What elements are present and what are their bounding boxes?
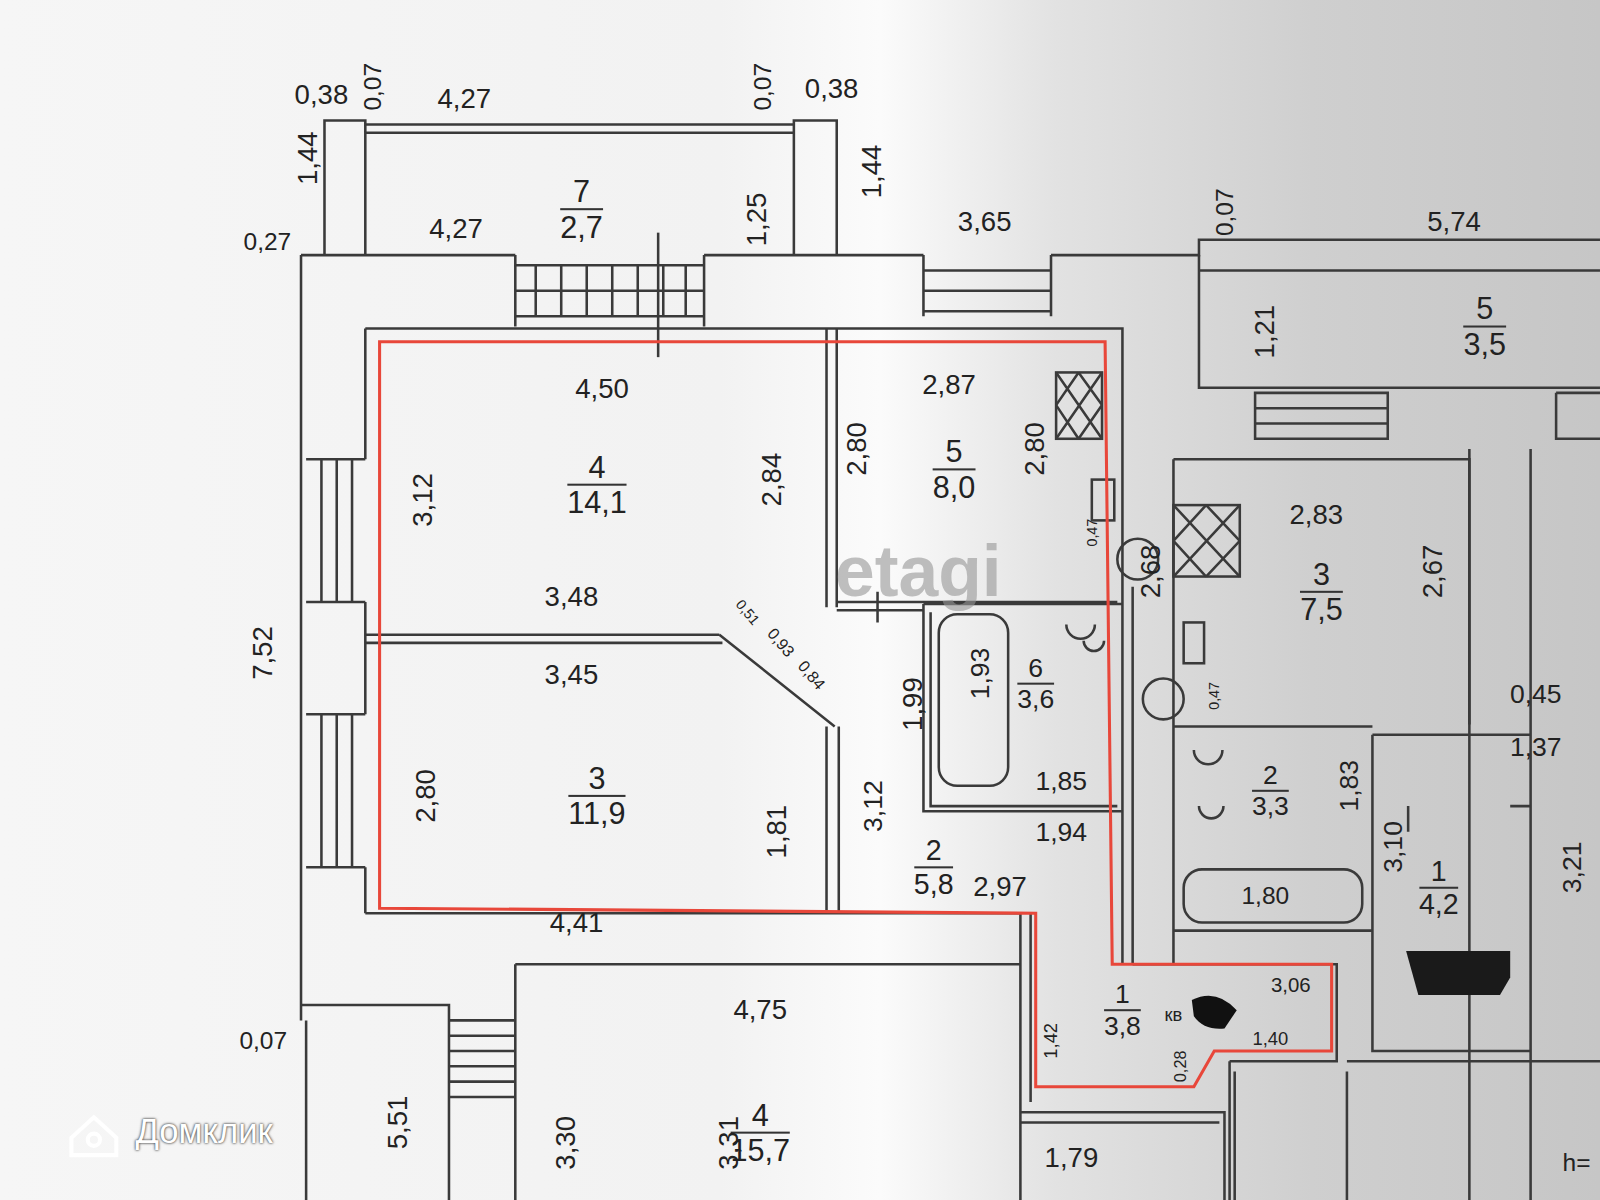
dimension-label: 2,68 — [1137, 545, 1165, 599]
dimension-label: 1,25 — [743, 193, 771, 247]
dimension-label: 0,51 — [734, 597, 763, 627]
dimension-label: 0,07 — [239, 1029, 287, 1053]
redaction-mark — [1406, 951, 1510, 995]
dimension-label: 3,48 — [545, 583, 599, 611]
dimension-label: 0,38 — [295, 81, 349, 109]
watermark: etagi — [835, 536, 1002, 607]
dimension-label: 1,85 — [1035, 767, 1087, 794]
room-area-value: 3,8 — [1104, 1011, 1141, 1040]
room-number: 1 — [1104, 981, 1141, 1011]
dimension-label: 1,40 — [1253, 1030, 1289, 1048]
dimension-label: 0,28 — [1172, 1050, 1188, 1082]
room-area: 53,5 — [1463, 293, 1506, 360]
dimension-label: 5,51 — [384, 1096, 412, 1150]
dimension-label: 0,38 — [805, 76, 859, 104]
dimension-label: 3,10 — [1380, 821, 1407, 873]
room-area: 63,6 — [1017, 654, 1054, 713]
dimension-label: 1,44 — [859, 145, 887, 199]
dimension-label: 0,93 — [764, 625, 797, 660]
watermark-logo — [71, 1117, 116, 1155]
dimension-label: 0,45 — [1510, 681, 1562, 708]
dimension-label: 1,42 — [1042, 1023, 1060, 1059]
room-area-value: 14,1 — [567, 485, 627, 518]
walls — [301, 120, 1600, 1200]
room-area-value: 3,6 — [1017, 684, 1054, 713]
dimension-label: 3,21 — [1558, 842, 1585, 894]
room-area-value: 5,8 — [914, 868, 954, 899]
room-number: 4 — [567, 451, 627, 485]
dimension-label: 0,07 — [360, 63, 384, 111]
dimension-label: 0,07 — [751, 63, 775, 111]
room-number: 5 — [933, 436, 976, 470]
room-area: 25,8 — [914, 836, 954, 899]
room-area-value: 2,7 — [560, 210, 603, 243]
dimension-label: 1,94 — [1035, 818, 1087, 845]
room-area: 13,8 — [1104, 981, 1141, 1040]
dimension-label: 1,99 — [899, 677, 927, 731]
room-number: 2 — [914, 836, 954, 868]
room-number: 3 — [1300, 558, 1343, 592]
dimension-label: 2,80 — [843, 422, 871, 476]
redaction-mark — [1192, 996, 1237, 1029]
apartment-outline — [380, 342, 1332, 1087]
room-number: 3 — [568, 762, 625, 796]
room-area-value: 8,0 — [933, 470, 976, 503]
watermark: Домклик — [135, 1113, 272, 1148]
dimension-label: 4,50 — [575, 376, 629, 404]
dimension-label: 0,07 — [1212, 188, 1236, 236]
dimension-label: 2,84 — [759, 453, 787, 507]
dimension-label: 7,52 — [249, 626, 277, 680]
dimension-label: 0,47 — [1207, 682, 1221, 710]
room-number: 7 — [560, 176, 603, 210]
dimension-label: 0,84 — [795, 658, 828, 693]
dimension-label: 1,21 — [1252, 305, 1280, 359]
dimension-label: 1,81 — [764, 805, 792, 859]
dimension-label: 4,41 — [550, 910, 604, 938]
dimension-label: 2,87 — [922, 372, 976, 400]
dimension-label: 1,83 — [1336, 760, 1363, 812]
dimension-label: 3,31 — [716, 1116, 744, 1170]
dimension-label: 1,79 — [1045, 1144, 1099, 1172]
dimension-label: 1,37 — [1510, 734, 1562, 761]
room-area: 23,3 — [1252, 761, 1289, 820]
room-number: 1 — [1419, 856, 1459, 888]
dimension-label: 2,67 — [1420, 545, 1448, 599]
dimension-label: 2,80 — [1022, 422, 1050, 476]
dimension-label: 3,12 — [859, 780, 886, 832]
dimension-label: 1,44 — [294, 131, 322, 185]
room-area-value: 11,9 — [568, 796, 625, 829]
room-area-value: 3,5 — [1463, 327, 1506, 360]
dimension-label: 2,97 — [973, 874, 1027, 902]
room-area: 14,2 — [1419, 856, 1459, 919]
dimension-label: 3,30 — [553, 1116, 581, 1170]
dimension-label: 0,27 — [244, 230, 292, 254]
room-area-value: 4,2 — [1419, 888, 1459, 919]
dimension-label: 4,27 — [437, 85, 491, 113]
room-area-value: 7,5 — [1300, 592, 1343, 625]
dimension-label: 4,27 — [429, 216, 483, 244]
room-area: 37,5 — [1300, 558, 1343, 625]
dimension-label: 2,80 — [413, 769, 441, 823]
room-number: 5 — [1463, 293, 1506, 327]
dimension-label: 3,06 — [1271, 974, 1311, 994]
room-area: 72,7 — [560, 176, 603, 243]
dimension-label: 3,12 — [410, 473, 438, 527]
dimension-label: 3,45 — [545, 662, 599, 690]
dimension-label: 1,93 — [966, 648, 993, 700]
dimension-label: 3,65 — [958, 209, 1012, 237]
room-area: 58,0 — [933, 436, 976, 503]
dimension-label: 1,80 — [1241, 884, 1289, 908]
room-number: 6 — [1017, 654, 1054, 684]
room-area: 311,9 — [568, 762, 625, 829]
dimension-label: 0,47 — [1085, 519, 1099, 547]
room-area: 414,1 — [567, 451, 627, 518]
room-area-value: 3,3 — [1252, 791, 1289, 820]
dimension-label: h= — [1563, 1151, 1591, 1175]
room-number: 2 — [1252, 761, 1289, 791]
dimension-label: 4,75 — [733, 996, 787, 1024]
dimension-label: кв — [1165, 1006, 1183, 1024]
dimension-label: 2,83 — [1289, 502, 1343, 530]
dimension-label: 5,74 — [1427, 209, 1481, 237]
